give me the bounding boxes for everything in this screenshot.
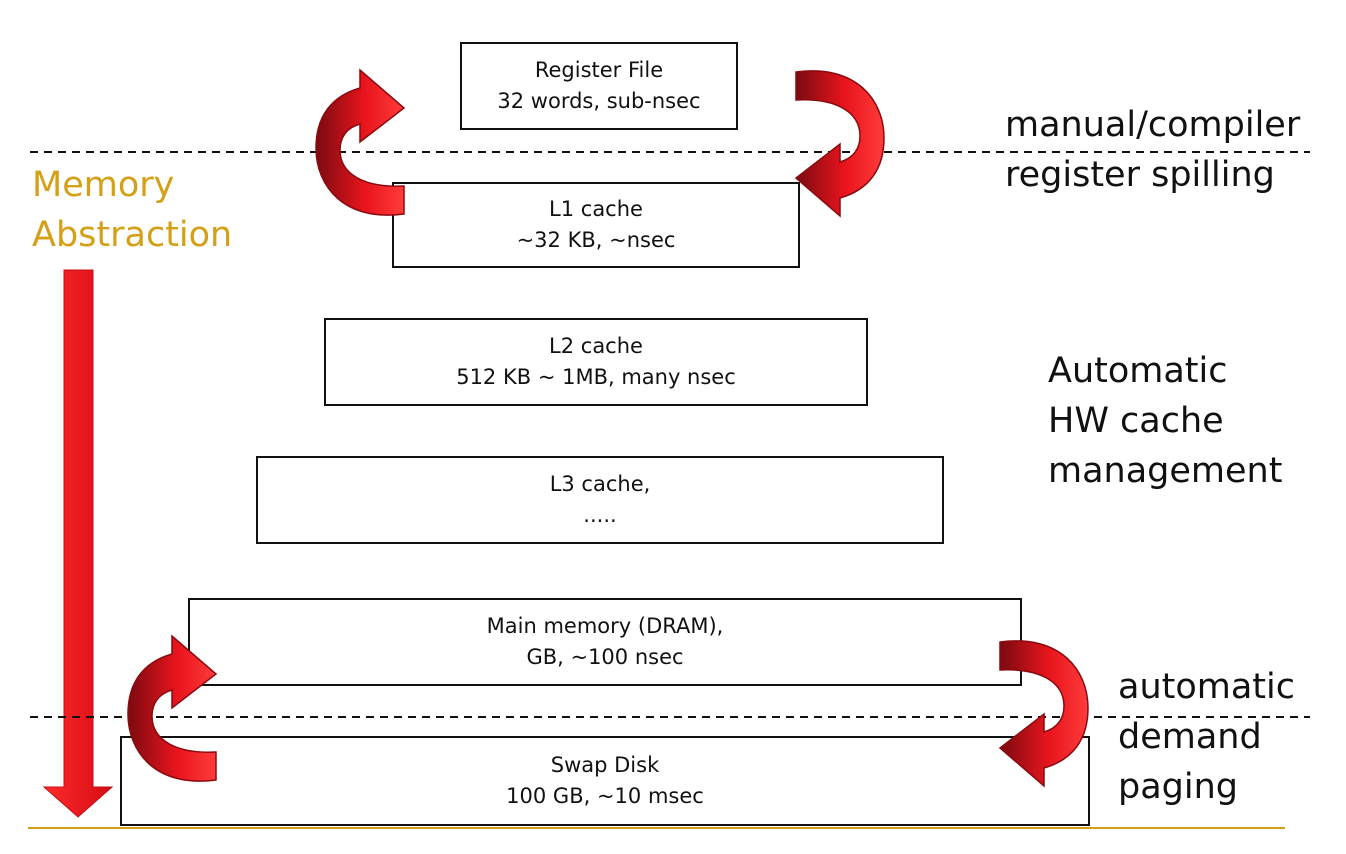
- main-memory-title: Main memory (DRAM),: [486, 614, 724, 638]
- l3-cache-title: L3 cache,: [549, 472, 651, 496]
- curved-arrow-icon: [127, 635, 217, 782]
- register-spilling-label: manual/compiler register spilling: [1005, 100, 1300, 200]
- paging-line-1: automatic: [1118, 667, 1295, 707]
- swap-disk-box: Swap Disk 100 GB, ~10 msec: [120, 736, 1090, 826]
- hw-cache-line-1: Automatic: [1048, 351, 1228, 391]
- curved-arrow-icon: [999, 640, 1089, 787]
- main-memory-box: Main memory (DRAM), GB, ~100 nsec: [188, 598, 1022, 686]
- swap-disk-title: Swap Disk: [550, 753, 660, 777]
- main-memory-detail: GB, ~100 nsec: [526, 645, 684, 669]
- paging-line-3: paging: [1118, 767, 1239, 807]
- down-arrow-icon: [42, 269, 114, 818]
- l3-cache-box: L3 cache, .....: [256, 456, 944, 544]
- register-file-box: Register File 32 words, sub-nsec: [460, 42, 738, 130]
- l3-cache-detail: .....: [583, 503, 617, 527]
- swap-disk-detail: 100 GB, ~10 msec: [506, 784, 704, 808]
- curved-arrow-icon: [315, 69, 405, 216]
- l1-cache-detail: ~32 KB, ~nsec: [516, 228, 676, 252]
- register-file-detail: 32 words, sub-nsec: [497, 89, 701, 113]
- spilling-line-2: register spilling: [1005, 155, 1275, 195]
- demand-paging-label: automatic demand paging: [1118, 662, 1295, 812]
- l2-cache-title: L2 cache: [549, 334, 643, 358]
- memory-label-line-1: Memory: [32, 165, 175, 205]
- hw-cache-management-label: Automatic HW cache management: [1048, 346, 1282, 496]
- curved-arrow-icon: [795, 70, 885, 217]
- spilling-line-1: manual/compiler: [1005, 105, 1301, 145]
- paging-line-2: demand: [1118, 717, 1262, 757]
- l1-cache-title: L1 cache: [549, 197, 643, 221]
- l1-cache-box: L1 cache ~32 KB, ~nsec: [392, 182, 800, 268]
- memory-abstraction-label: Memory Abstraction: [32, 160, 232, 260]
- l2-cache-box: L2 cache 512 KB ~ 1MB, many nsec: [324, 318, 868, 406]
- hw-cache-line-3: management: [1048, 451, 1283, 491]
- register-file-title: Register File: [534, 58, 664, 82]
- l2-cache-detail: 512 KB ~ 1MB, many nsec: [456, 365, 736, 389]
- hw-cache-line-2: HW cache: [1048, 401, 1224, 441]
- memory-label-line-2: Abstraction: [32, 215, 233, 255]
